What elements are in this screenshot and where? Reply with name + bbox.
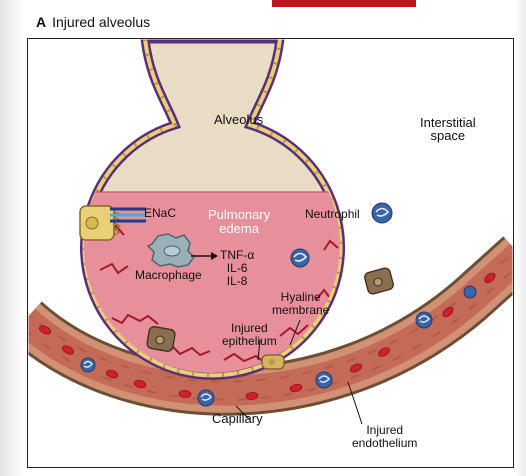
hyaline-membrane-label: Hyaline membrane: [272, 291, 329, 317]
pulmonary-edema-label: Pulmonary edema: [208, 208, 270, 236]
injured-epithelium-label-line-2: epithelium: [222, 335, 277, 348]
enac-label: ENaC: [144, 207, 176, 220]
interstitial-space-label: Interstitial space: [420, 116, 476, 142]
alveolus-label: Alveolus: [214, 113, 263, 126]
injured-endothelium-label-line-2: endothelium: [352, 437, 417, 450]
injured-epithelium-label: Injured epithelium: [222, 322, 277, 348]
cytokines-label: TNF-α IL-6 IL-8: [220, 249, 254, 288]
cytokine-il-8: IL-8: [220, 275, 254, 288]
interstitial-space-label-line-2: space: [420, 129, 476, 142]
pulmonary-edema-label-line-2: edema: [208, 222, 270, 236]
neutrophil-label: Neutrophil: [305, 208, 360, 221]
pulmonary-edema-label-line-1: Pulmonary: [208, 208, 270, 222]
macrophage-cell: [148, 234, 194, 267]
hyaline-membrane-label-line-2: membrane: [272, 304, 329, 317]
injured-endothelium-label: Injured endothelium: [352, 424, 417, 450]
capillary-label: Capillary: [212, 412, 263, 425]
macrophage-label: Macrophage: [135, 269, 202, 282]
enac-epithelial-cell: [80, 206, 120, 240]
